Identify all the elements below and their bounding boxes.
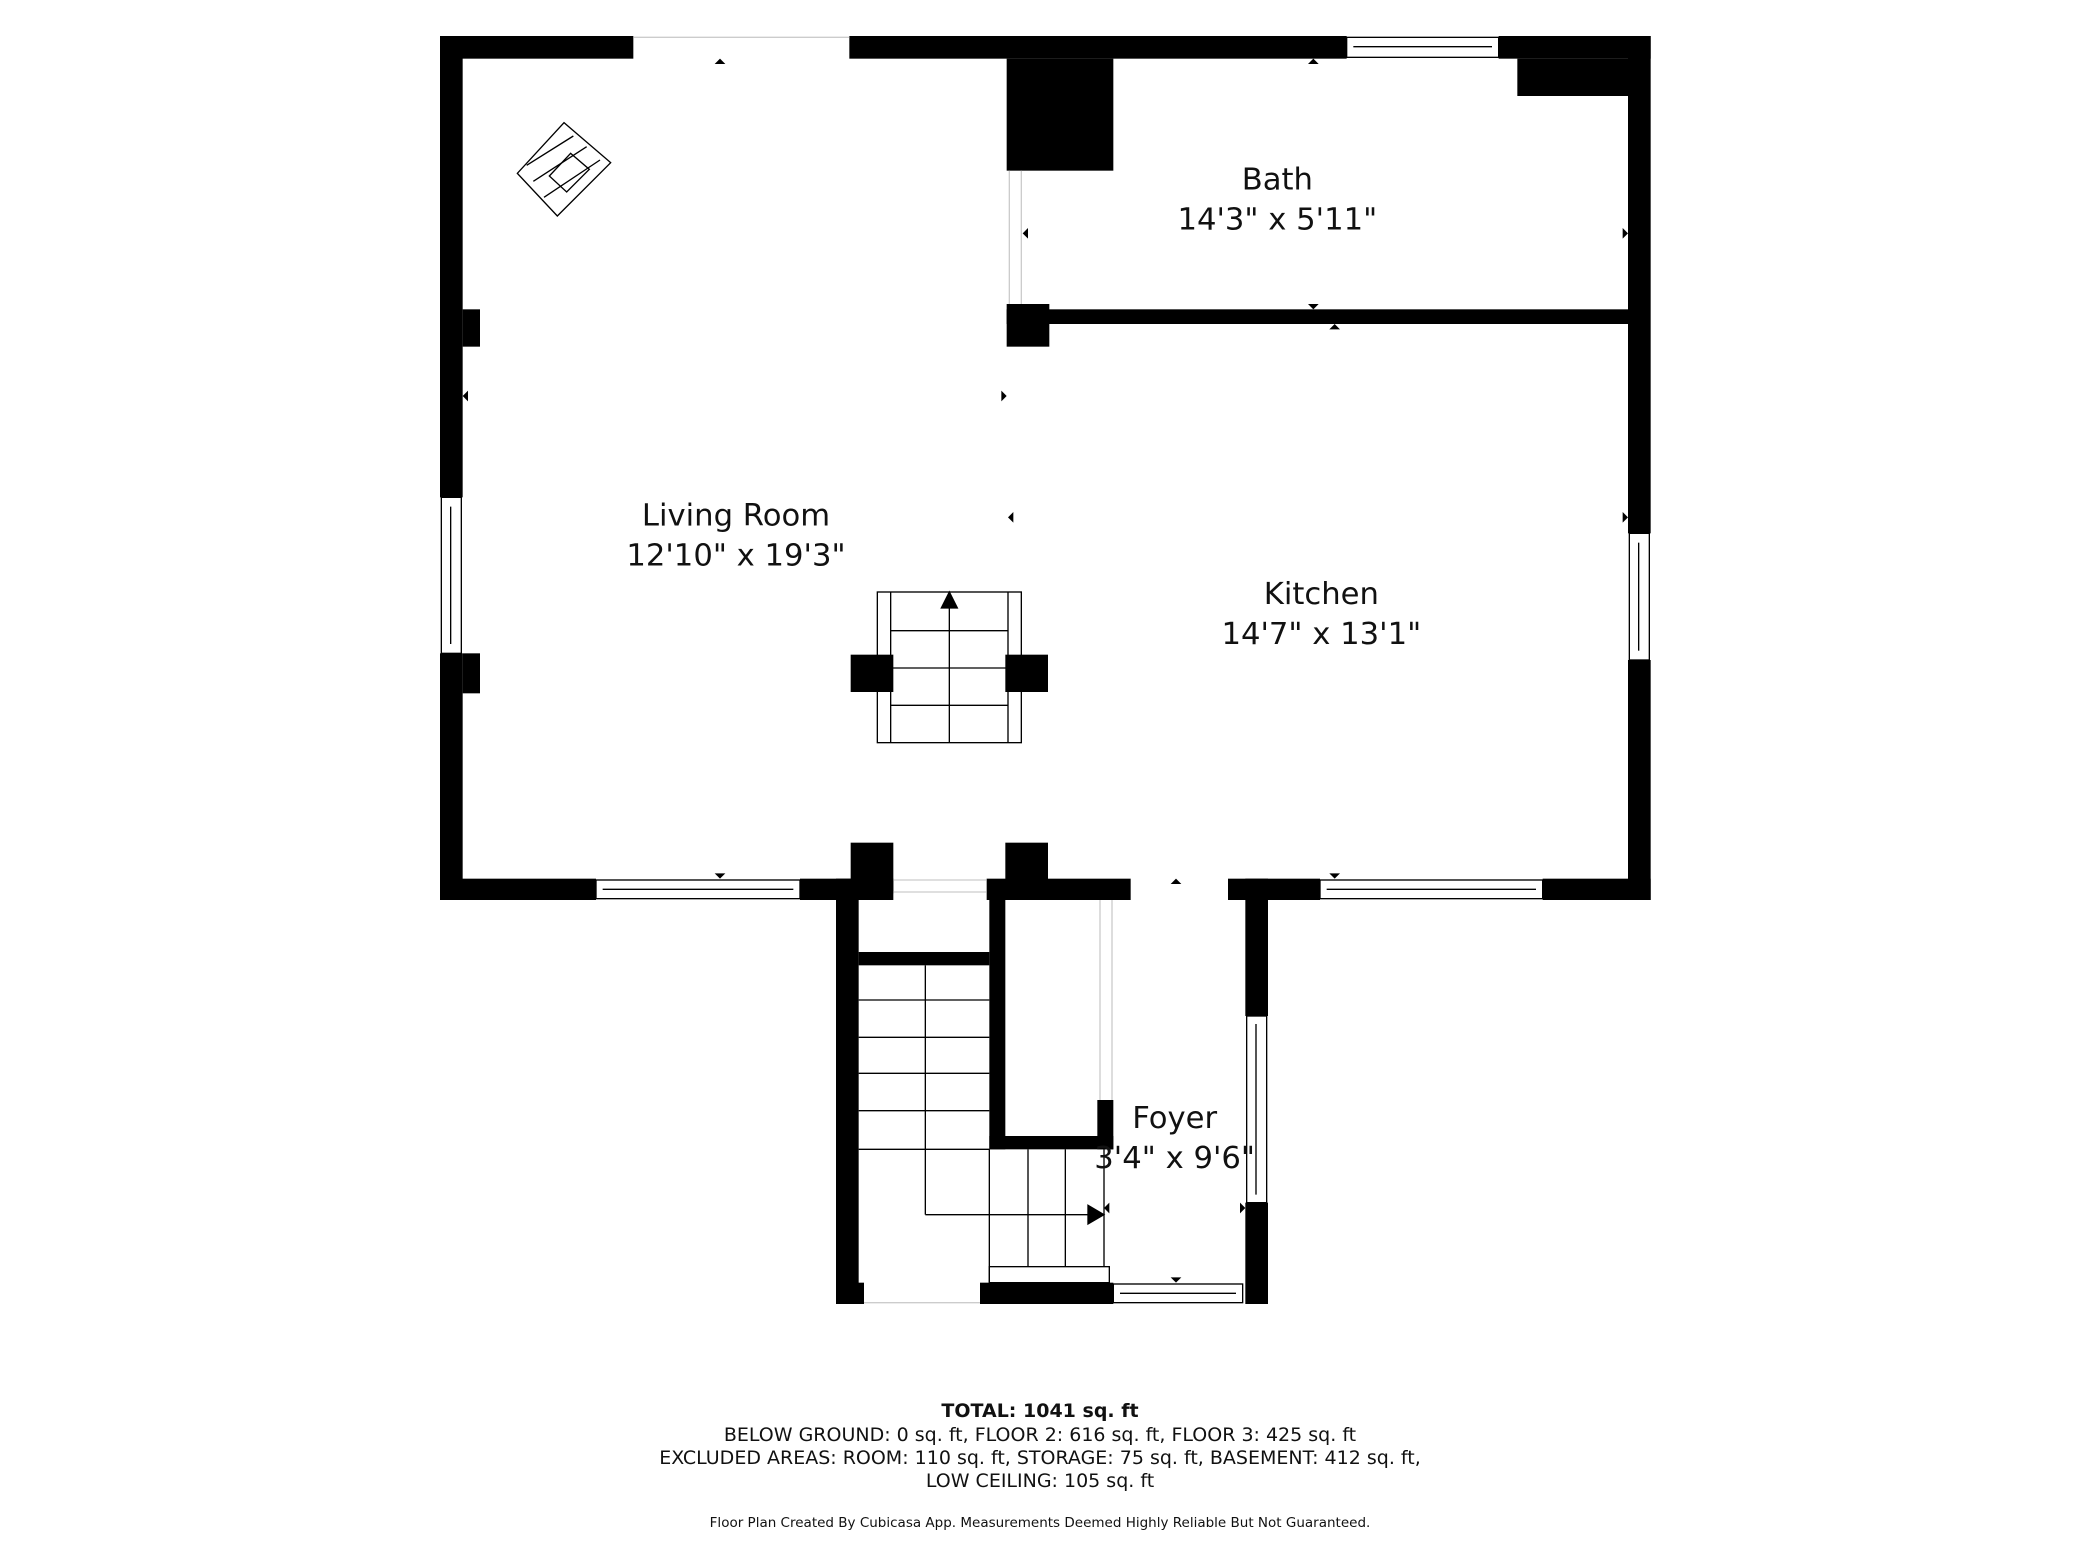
total-area: TOTAL: 1041 sq. ft <box>941 1400 1139 1422</box>
room-name-kitchen: Kitchen <box>1264 577 1379 612</box>
room-dims-foyer: 3'4" x 9'6" <box>1094 1141 1255 1176</box>
windows <box>440 36 1650 1304</box>
room-dims-bath: 14'3" x 5'11" <box>1177 202 1377 237</box>
room-dims-living-room: 12'10" x 19'3" <box>626 538 845 573</box>
room-dims-kitchen: 14'7" x 13'1" <box>1221 617 1421 652</box>
room-name-living-room: Living Room <box>642 498 830 533</box>
disclaimer: Floor Plan Created By Cubicasa App. Meas… <box>709 1515 1371 1531</box>
room-name-bath: Bath <box>1242 162 1313 197</box>
door-openings <box>633 36 1113 1304</box>
floor-breakdown: BELOW GROUND: 0 sq. ft, FLOOR 2: 616 sq.… <box>723 1424 1357 1446</box>
foyer-stairs <box>858 965 1110 1284</box>
excluded-areas: EXCLUDED AREAS: ROOM: 110 sq. ft, STORAG… <box>659 1447 1421 1469</box>
fireplace-icon <box>516 121 612 217</box>
room-name-foyer: Foyer <box>1132 1101 1217 1136</box>
dimension-markers <box>462 58 1628 1283</box>
center-stairs <box>876 590 1022 744</box>
walls <box>440 36 1651 1304</box>
excluded-areas-cont: LOW CEILING: 105 sq. ft <box>925 1470 1155 1492</box>
